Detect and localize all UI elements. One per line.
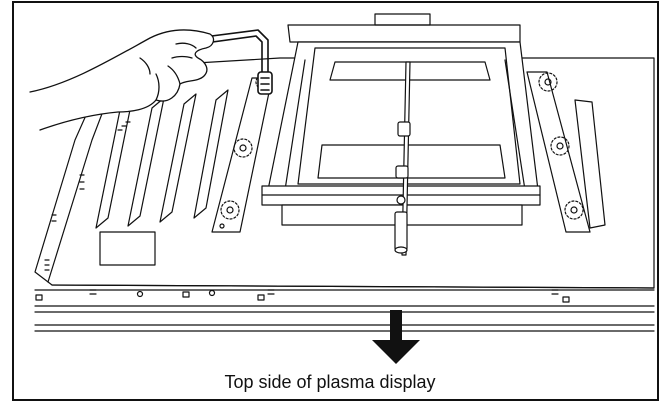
- mounting-bracket: [267, 13, 539, 191]
- center-rod: [394, 61, 411, 256]
- figure-caption: Top side of plasma display: [224, 372, 436, 392]
- panel-edge: [34, 289, 655, 332]
- hex-key-icon: [195, 29, 273, 95]
- arrow-down-icon: [372, 310, 420, 364]
- right-rail: [526, 71, 606, 233]
- hand-icon: [29, 29, 215, 131]
- panel-slots: [44, 89, 229, 271]
